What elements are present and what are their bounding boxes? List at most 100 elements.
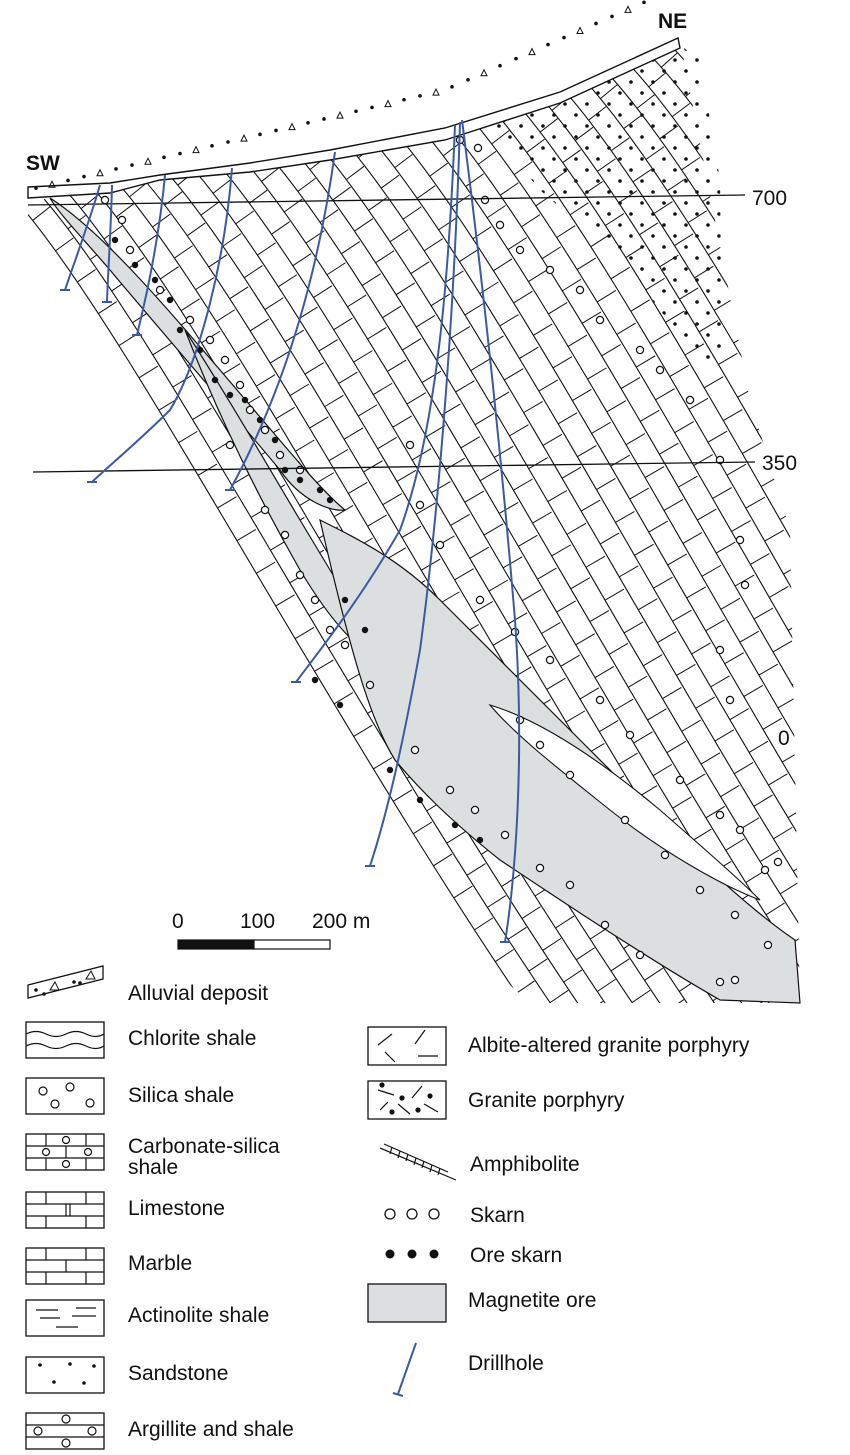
bedding-tick — [426, 425, 446, 438]
bedding-tick — [538, 379, 559, 392]
ore-skarn-symbol — [271, 436, 279, 444]
bedding-tick — [367, 327, 387, 340]
alluvial-triangle — [336, 111, 344, 119]
bedding-tick — [396, 469, 417, 482]
bedding-tick — [835, 362, 850, 373]
skarn-symbol — [473, 143, 483, 153]
bedding-tick — [678, 475, 698, 488]
bedding-tick — [618, 565, 639, 578]
ore-skarn-symbol — [256, 416, 264, 424]
alluvial-triangle — [528, 47, 536, 56]
bedding-tick — [431, 481, 451, 494]
bedding-tick — [794, 484, 800, 497]
bedding-tick — [493, 258, 513, 272]
scale-bar-white-segment — [253, 939, 331, 950]
bedding-tick — [538, 1012, 556, 1024]
skarn-symbol — [625, 730, 635, 740]
bedding-tick — [783, 562, 800, 575]
bedding-tick — [821, 816, 840, 827]
bedding-tick — [810, 464, 829, 475]
bedding-tick — [786, 373, 800, 386]
bedding-tick — [546, 677, 566, 690]
bedding-tick — [781, 750, 800, 763]
bedding-tick — [502, 556, 523, 569]
skarn-symbol — [675, 775, 685, 785]
bedding-tick — [570, 577, 591, 590]
bedding-tick — [363, 460, 383, 473]
bedding-tick — [556, 600, 576, 613]
bedding-tick — [294, 627, 315, 640]
bedding-tick — [841, 230, 850, 241]
bedding-tick — [528, 958, 548, 972]
bedding-tick — [353, 724, 373, 737]
bedding-tick — [440, 591, 460, 604]
bedding-tick — [695, 696, 715, 709]
bedding-tick — [297, 177, 316, 192]
drillhole-trace — [136, 174, 166, 336]
bedding-tick — [406, 392, 427, 405]
bedding-tick — [575, 633, 595, 646]
bedding-tick — [402, 206, 422, 220]
elevation-line-350 — [32, 461, 756, 473]
drillhole-trace — [229, 151, 336, 491]
bedding-tick — [619, 1011, 637, 1023]
bedding-tick — [753, 794, 773, 807]
alluvial-triangle — [288, 122, 296, 131]
bedding-tick — [180, 298, 200, 312]
bedding-tick — [747, 308, 767, 321]
bedding-tick — [419, 111, 437, 127]
skarn-symbol — [117, 215, 127, 225]
bedding-tick — [816, 329, 835, 340]
skarn-symbol — [475, 595, 485, 605]
magnetite-ore-bodies — [49, 197, 801, 1004]
bedding-tick — [557, 412, 578, 425]
bedding-tick — [601, 344, 621, 357]
bedding-tick — [348, 481, 368, 494]
alluvial-triangle — [48, 180, 56, 188]
bedding-tick — [628, 1063, 646, 1076]
ore-skarn-symbol — [166, 296, 174, 304]
carbonate-silica-shale-swatch — [25, 1133, 105, 1171]
bedding-tick — [778, 133, 798, 147]
bedding-tick — [700, 1011, 718, 1023]
alluvial-dot — [162, 155, 166, 160]
bedding-tick — [256, 561, 276, 574]
skarn-symbols — [100, 135, 783, 987]
bedding-tick — [692, 828, 712, 842]
skarn-symbol — [235, 380, 245, 390]
bedding-line — [309, 134, 800, 1003]
skarn-symbol — [365, 680, 375, 690]
bedding-tick — [812, 275, 831, 286]
skarn-symbol — [725, 695, 735, 705]
bedding-tick — [541, 246, 561, 260]
bedding-tick — [581, 311, 602, 324]
alluvial-band — [27, 36, 681, 199]
bedding-tick — [492, 633, 513, 646]
bedding-tick — [715, 541, 736, 554]
bedding-tick — [429, 162, 448, 177]
bedding-tick — [734, 762, 754, 775]
bedding-tick — [653, 576, 673, 589]
skarn-symbol — [280, 530, 290, 540]
bedding-tick — [565, 710, 586, 723]
bedding-tick — [759, 849, 780, 863]
bedding-tick — [256, 374, 276, 387]
bedding-tick — [771, 397, 792, 410]
bedding-tick — [821, 946, 839, 958]
bedding-tick — [446, 831, 466, 844]
bedding-tick — [500, 182, 519, 196]
bedding-tick — [691, 642, 711, 655]
bedding-tick — [824, 440, 843, 451]
bedding-tick — [470, 358, 490, 371]
actinolite-shale-swatch — [25, 1299, 105, 1337]
skarn-symbol — [125, 245, 135, 255]
bedding-tick — [295, 439, 315, 452]
bedding-tick — [836, 795, 850, 806]
bedding-tick — [818, 575, 837, 586]
bedding-line — [28, 204, 581, 1003]
skarn-symbol — [685, 395, 695, 405]
bedding-tick — [613, 698, 634, 711]
bedding-tick — [236, 528, 257, 542]
sw-label: SW — [26, 152, 60, 175]
bedding-tick — [516, 980, 535, 994]
